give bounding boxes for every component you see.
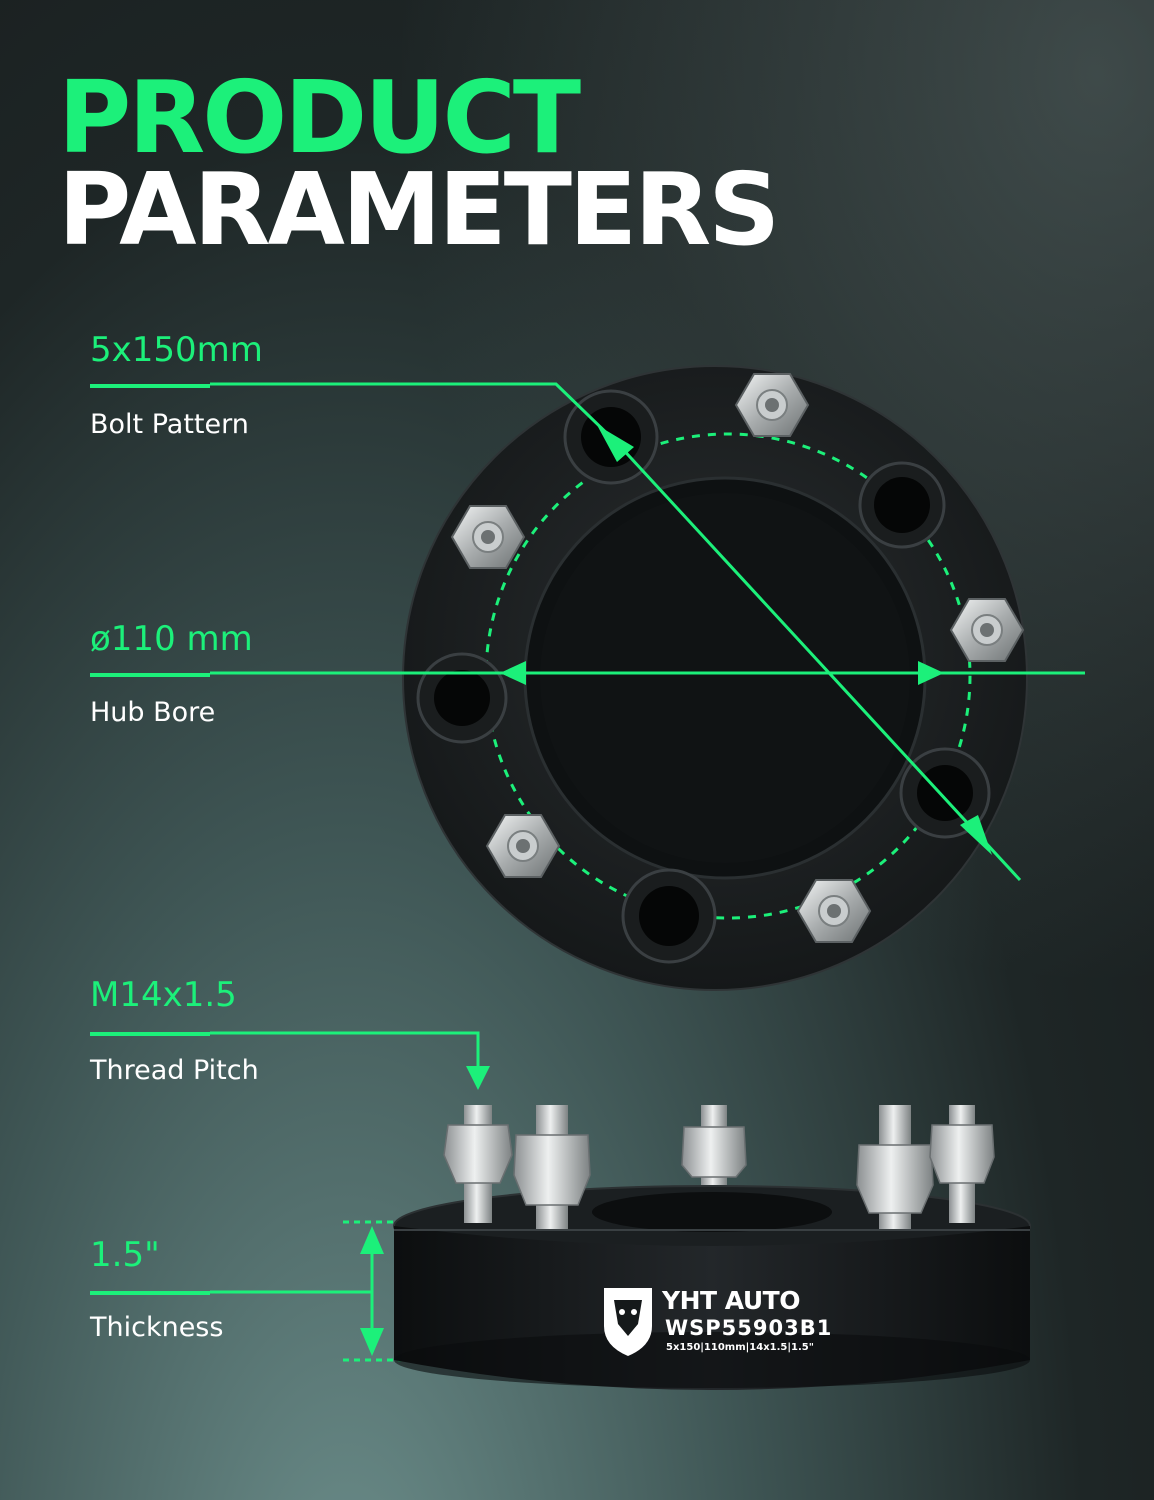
spacer-side-view	[393, 1105, 1031, 1390]
thread-pitch-label: Thread Pitch	[90, 1055, 259, 1086]
bolt-pattern-label: Bolt Pattern	[90, 409, 249, 440]
thickness-leader	[210, 1220, 402, 1362]
thickness-bar	[90, 1291, 210, 1295]
title-line-2: PARAMETERS	[58, 151, 780, 268]
spacer-top-view	[402, 365, 1028, 991]
hub-bore-bar	[90, 673, 210, 677]
bolt-pattern-leader	[210, 382, 1022, 882]
thread-pitch-leader	[210, 1031, 490, 1090]
hub-bore-label: Hub Bore	[90, 697, 216, 728]
thickness-label: Thickness	[90, 1312, 224, 1343]
hub-bore-value: ø110 mm	[90, 619, 253, 659]
thickness-value: 1.5"	[90, 1235, 160, 1275]
thread-pitch-bar	[90, 1032, 210, 1036]
model-text: WSP55903B1	[665, 1316, 833, 1340]
hub-bore-leader	[210, 661, 1085, 685]
bolt-pattern-value: 5x150mm	[90, 330, 263, 370]
title-line-1: PRODUCT	[58, 59, 581, 176]
brand-text: YHT AUTO	[662, 1286, 800, 1315]
thread-pitch-value: M14x1.5	[90, 975, 237, 1015]
lion-logo-icon	[604, 1288, 652, 1356]
lug-nuts-top	[450, 373, 1025, 943]
spec-line-text: 5x150|110mm|14x1.5|1.5"	[666, 1342, 814, 1353]
bolt-pattern-bar	[90, 384, 210, 388]
studs-side	[443, 1105, 995, 1229]
